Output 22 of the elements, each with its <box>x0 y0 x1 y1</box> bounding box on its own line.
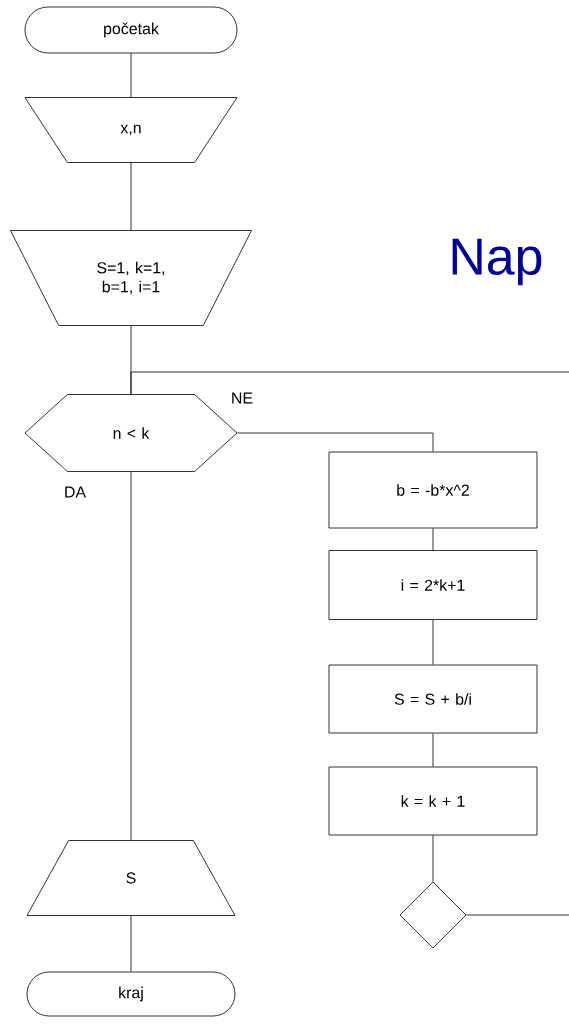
connector-line <box>130 162 132 231</box>
output-trapezoid: S <box>26 840 236 916</box>
connector-line <box>130 915 132 972</box>
connector-line <box>432 619 434 665</box>
terminal: kraj <box>26 971 236 1017</box>
edge-label: DA <box>62 485 88 499</box>
terminal: početak <box>24 6 238 54</box>
heading-text: Nap <box>452 238 542 286</box>
input-trapezoid: S=1, k=1, b=1, i=1 <box>10 230 252 326</box>
process-box: S = S + b/i <box>328 664 538 734</box>
connector-diamond <box>399 881 467 949</box>
connector-line <box>130 471 132 841</box>
connector-line <box>130 53 132 98</box>
process-box: b = -b*x^2 <box>328 451 538 529</box>
process-box: k = k + 1 <box>328 766 538 836</box>
connector-line <box>432 528 434 551</box>
connector-line <box>432 835 434 882</box>
input-trapezoid: x,n <box>24 97 238 163</box>
connector-line <box>432 733 434 767</box>
connector-line <box>237 432 434 452</box>
connector-line <box>130 371 569 916</box>
process-box: i = 2*k+1 <box>328 550 538 620</box>
